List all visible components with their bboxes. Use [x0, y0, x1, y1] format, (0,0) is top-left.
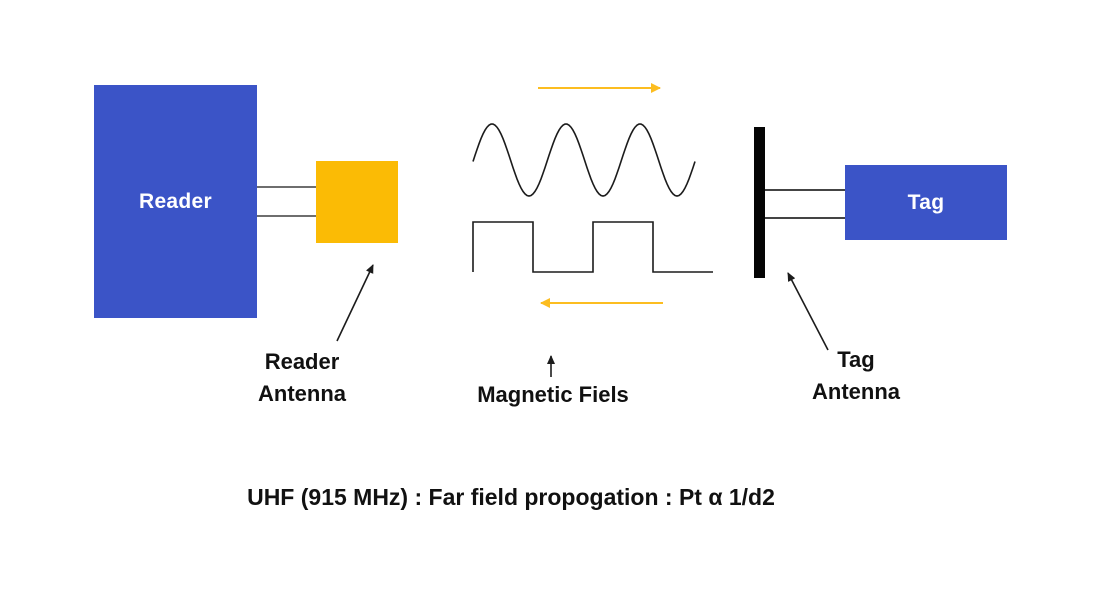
tag-antenna-label: Tag Antenna	[812, 347, 900, 404]
reader-antenna-pointer-arrow-icon	[336, 264, 374, 342]
reader-box: Reader	[94, 85, 257, 318]
reader-antenna-square	[316, 161, 398, 243]
reader-antenna-label: Reader Antenna	[258, 349, 346, 406]
tag-antenna-pointer-arrow-icon	[787, 272, 829, 351]
square-wave	[472, 221, 713, 273]
tag-box-label: Tag	[907, 190, 945, 214]
diagram-caption: UHF (915 MHz) : Far field propogation : …	[247, 484, 775, 510]
reader-box-label: Reader	[138, 189, 212, 213]
tag-box: Tag	[845, 165, 1007, 240]
tag-antenna-bar	[754, 127, 765, 278]
sine-wave	[472, 123, 696, 197]
magnetic-field-label: Magnetic Fiels	[477, 382, 629, 407]
